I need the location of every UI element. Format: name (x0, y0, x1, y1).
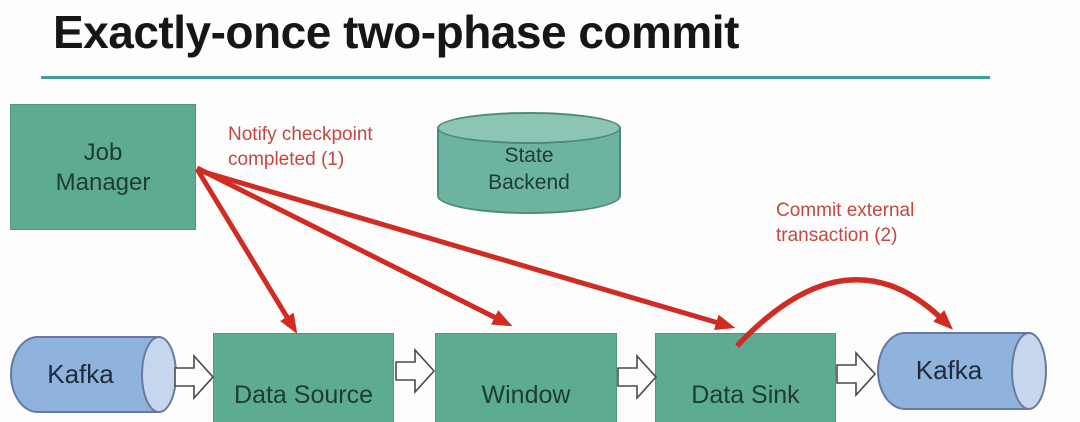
node-window-label: Window (481, 381, 571, 409)
kafka-source-cylinder-cap (141, 336, 177, 413)
kafka-sink-cylinder-cap (1011, 332, 1047, 410)
flow-arrow-window-to-datasink (617, 355, 657, 399)
node-data-source-label: Data Source (234, 381, 373, 409)
flow-arrow-kafka-to-datasource (174, 355, 214, 399)
node-window: Window (435, 333, 617, 422)
node-job-manager-label: Job Manager (55, 139, 151, 196)
state-backend-cylinder-top (437, 112, 621, 144)
node-kafka-source: Kafka (10, 336, 177, 413)
node-data-source: Data Source (213, 333, 394, 422)
title-underline (41, 76, 990, 79)
node-kafka-sink-label: Kafka (915, 355, 983, 385)
node-kafka-source-label: Kafka (47, 359, 114, 389)
slide-title: Exactly-once two-phase commit (53, 6, 739, 58)
kafka-source-cylinder-body (10, 336, 160, 413)
annotation-commit-external: Commit external transaction (2) (776, 200, 915, 246)
flow-arrow-datasink-to-kafka (836, 352, 876, 396)
flow-arrow-datasource-to-window (395, 349, 435, 393)
node-data-sink-label: Data Sink (691, 381, 800, 409)
annotation-notify-checkpoint: Notify checkpoint completed (1) (228, 124, 373, 170)
node-state-backend-label: State Backend (488, 144, 570, 194)
node-job-manager: Job Manager (10, 104, 196, 230)
node-kafka-sink: Kafka (877, 332, 1047, 410)
node-data-sink: Data Sink (655, 333, 836, 422)
red-arrow-jobmanager-to-datasource (194, 167, 298, 334)
node-state-backend: State Backend (437, 112, 621, 214)
